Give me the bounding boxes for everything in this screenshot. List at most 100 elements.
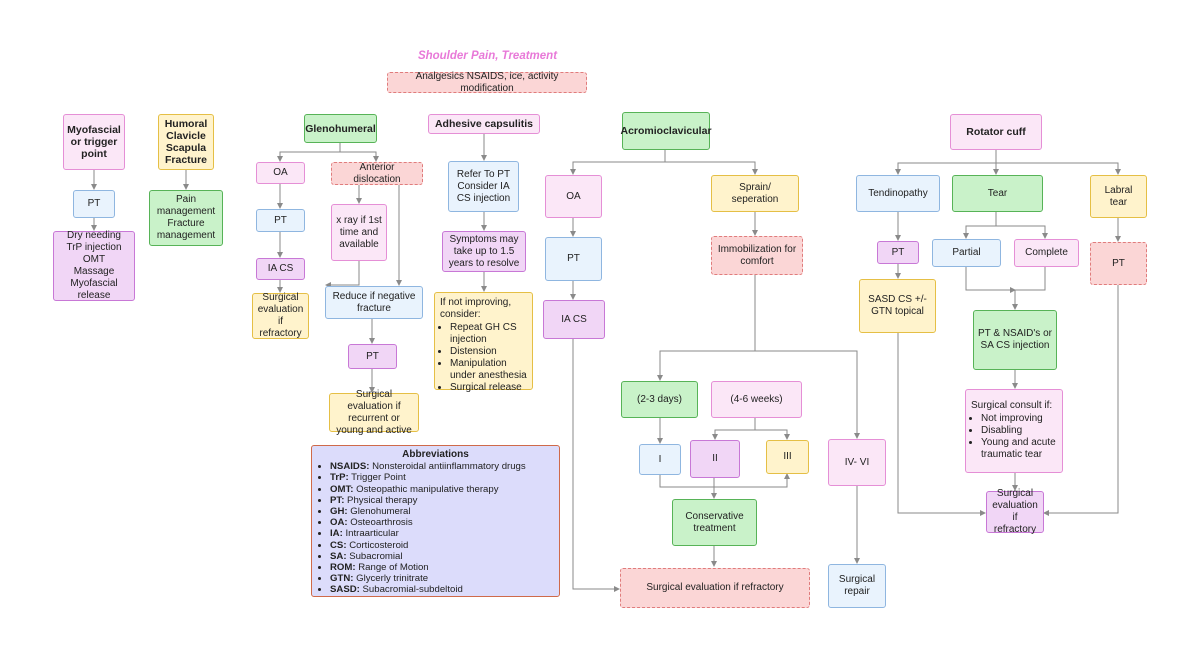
consult-item: Disabling [981, 425, 1057, 437]
abbr-key: GTN: [330, 573, 354, 585]
abbr-value: Corticosteroid [346, 539, 409, 551]
acromioclavicular-head: Acromioclavicular [620, 112, 712, 150]
rc-surgical-box: Surgical evaluation if refractory [986, 488, 1044, 535]
treatment-line: OMT [82, 254, 106, 265]
abbr-value: Intraarticular [342, 528, 399, 540]
ac-surgical-box: Surgical evaluation if refractory [620, 568, 810, 608]
days-box: (2-3 days) [621, 381, 698, 418]
abbr-item: IA: Intraarticular [330, 528, 551, 539]
gh-iacs-box: IA CS [256, 258, 305, 280]
weeks-box: (4-6 weeks) [711, 381, 802, 418]
ac-oa-box: OA [545, 175, 602, 218]
abbr-value: Osteoarthrosis [347, 517, 413, 529]
abbr-item: OMT: Osteopathic manipulative therapy [330, 484, 551, 495]
abbr-key: OA: [330, 517, 348, 529]
partial-box: Partial [932, 239, 1001, 267]
gh-surgical-box: Surgical evaluation if refractory [252, 292, 309, 339]
gh-pt-box: PT [256, 209, 305, 232]
ac-iacs-box: IA CS [543, 300, 605, 339]
surgical-consult-box: Surgical consult if: Not improving Disab… [965, 389, 1063, 473]
abbr-key: SASD: [330, 584, 360, 596]
abbreviations-box: Abbreviations NSAIDS: Nonsteroidal antii… [311, 445, 560, 597]
abbr-key: TrP: [330, 472, 349, 484]
abbr-item: GTN: Glycerly trinitrate [330, 573, 551, 584]
abbr-item: ROM: Range of Motion [330, 562, 551, 573]
abbr-key: PT: [330, 494, 345, 506]
labral-tear-box: Labral tear [1090, 175, 1147, 218]
page-title: Shoulder Pain, Treatment [417, 50, 558, 62]
grade-iv-vi-box: IV- VI [828, 439, 886, 486]
rotator-head: Rotator cuff [950, 114, 1042, 150]
abbr-item: SA: Subacromial [330, 551, 551, 562]
surgical-repair-box: Surgical repair [828, 564, 886, 608]
analgesics-box: Analgesics NSAIDS, ice, activity modific… [387, 71, 587, 94]
abbr-value: Range of Motion [355, 562, 429, 574]
abbr-item: CS: Corticosteroid [330, 540, 551, 551]
abbr-value: Glycerly trinitrate [353, 573, 429, 585]
treatment-line: Dry needing [67, 230, 121, 241]
sprain-box: Sprain/ seperation [711, 175, 799, 212]
grade-i-box: I [639, 444, 681, 475]
option-item: Repeat GH CS injection [450, 322, 527, 346]
abbr-value: Nonsteroidal antiinflammatory drugs [369, 461, 526, 473]
refer-pt-box: Refer To PT Consider IA CS injection [448, 161, 519, 212]
abbr-item: SASD: Subacromial-subdeltoid [330, 584, 551, 595]
myofascial-head: Myofascial or trigger point [63, 114, 125, 170]
reduce-box: Reduce if negative fracture [325, 286, 423, 319]
complete-box: Complete [1014, 239, 1079, 267]
abbr-key: IA: [330, 528, 343, 540]
consult-text: Surgical consult if: [971, 400, 1053, 411]
abbr-key: CS: [330, 539, 347, 551]
abbr-value: Trigger Point [348, 472, 406, 484]
abbreviations-list: NSAIDS: Nonsteroidal antiinflammatory dr… [320, 461, 551, 595]
abbr-item: TrP: Trigger Point [330, 472, 551, 483]
abbr-item: PT: Physical therapy [330, 495, 551, 506]
abbr-value: Glenohumeral [347, 506, 411, 518]
gh-surgical2-box: Surgical evaluation if recurrent or youn… [329, 389, 419, 436]
conservative-box: Conservative treatment [672, 499, 757, 546]
not-improving-text: If not improving, consider: [440, 297, 512, 320]
abbr-key: GH: [330, 506, 348, 518]
pt-nsaid-box: PT & NSAID's or SA CS injection [973, 310, 1057, 370]
option-item: Manipulation under anesthesia [450, 358, 527, 382]
abbr-item: GH: Glenohumeral [330, 506, 551, 517]
abbr-value: Subacromial [346, 550, 403, 562]
grade-ii-box: II [690, 440, 740, 478]
glenohumeral-head: Glenohumeral [304, 114, 377, 143]
adhesive-options-list: Repeat GH CS injection Distension Manipu… [440, 322, 527, 394]
abbreviations-title: Abbreviations [402, 449, 469, 460]
treatment-line: Fracture management [156, 218, 216, 241]
abbr-value: Osteopathic manipulative therapy [353, 483, 499, 495]
treatment-line: TrP injection [66, 242, 122, 253]
abbr-value: Subacromial-subdeltoid [359, 584, 463, 596]
myofascial-pt-box: PT [73, 190, 115, 218]
treatment-line: Massage [73, 266, 115, 277]
immobilization-box: Immobilization for comfort [711, 236, 803, 275]
tendinopathy-box: Tendinopathy [856, 175, 940, 212]
abbr-key: ROM: [330, 562, 356, 574]
treatment-line: Myofascial release [70, 278, 118, 301]
myofascial-treatment-box: Dry needing TrP injection OMT Massage My… [53, 230, 135, 301]
humoral-head: Humoral Clavicle Scapula Fracture [158, 114, 214, 170]
ac-pt-box: PT [545, 237, 602, 281]
abbr-item: OA: Osteoarthrosis [330, 517, 551, 528]
xray-box: x ray if 1st time and available [331, 204, 387, 261]
symptoms-box: Symptoms may take up to 1.5 years to res… [442, 231, 526, 272]
gh-pt2-box: PT [348, 344, 397, 369]
consult-item: Not improving [981, 413, 1057, 425]
treatment-line: Pain management [156, 194, 216, 217]
abbr-key: NSAIDS: [330, 461, 370, 473]
consult-list: Not improving Disabling Young and acute … [971, 413, 1057, 461]
sasd-box: SASD CS +/- GTN topical [859, 279, 936, 333]
abbr-key: OMT: [330, 483, 354, 495]
tear-box: Tear [952, 175, 1043, 212]
grade-iii-box: III [766, 440, 809, 474]
abbr-key: SA: [330, 550, 347, 562]
abbr-item: NSAIDS: Nonsteroidal antiinflammatory dr… [330, 461, 551, 472]
labral-pt-box: PT [1090, 242, 1147, 285]
not-improving-box: If not improving, consider: Repeat GH CS… [434, 292, 533, 393]
gh-oa-box: OA [256, 162, 305, 184]
abbr-value: Physical therapy [344, 494, 418, 506]
consult-item: Young and acute traumatic tear [981, 437, 1057, 461]
